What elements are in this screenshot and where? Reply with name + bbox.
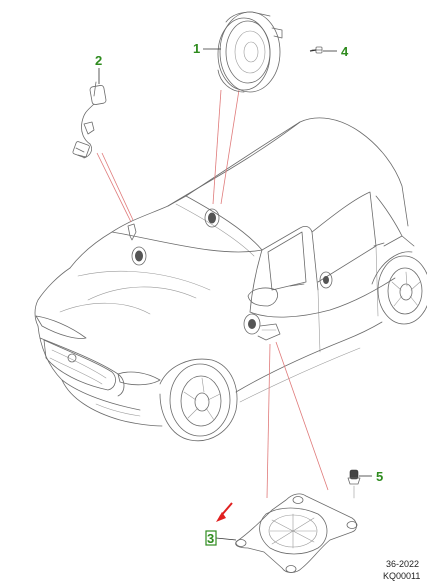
callout-5[interactable]: 5	[376, 469, 383, 484]
speaker-mounting-bracket-part	[235, 493, 358, 573]
red-arrow-icon	[216, 502, 233, 522]
callout-3-highlight-box	[205, 530, 217, 546]
door-speaker-part	[217, 11, 283, 93]
callout-3[interactable]: 3	[207, 531, 214, 546]
reference-code-id: KQ00011	[383, 571, 420, 581]
clip-nut-part	[347, 469, 361, 499]
callout-4[interactable]: 4	[341, 44, 349, 59]
callout-leaders	[98, 48, 372, 541]
callout-2[interactable]: 2	[95, 53, 102, 68]
tweeter-harness-part	[72, 81, 107, 159]
screw-part	[309, 46, 323, 54]
indicator-lines	[96, 89, 329, 499]
callout-1[interactable]: 1	[193, 41, 200, 56]
vehicle-outline	[34, 117, 427, 442]
reference-code-year: 36-2022	[386, 559, 419, 569]
